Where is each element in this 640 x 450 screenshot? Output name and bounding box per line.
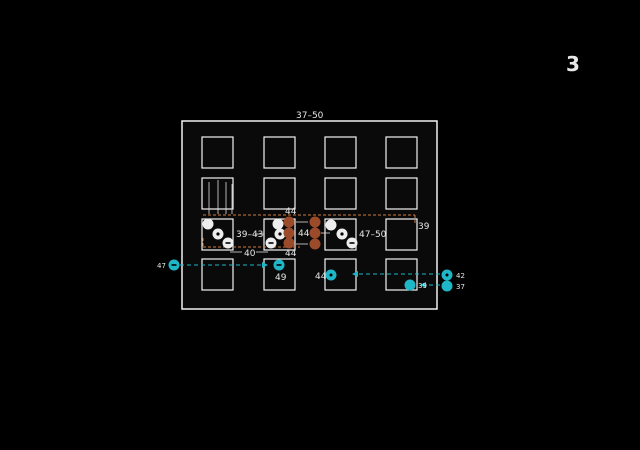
label-47: 47 [157, 262, 166, 270]
label-37: 37 [456, 283, 465, 291]
cell-r1c3 [324, 136, 357, 169]
label-44-lower: 44 [315, 272, 327, 282]
cell-r1c4 [385, 136, 418, 169]
center-arrows [296, 221, 330, 245]
brown-tokens [283, 216, 321, 250]
cell-r2c4 [385, 177, 418, 210]
cell-r4c1 [201, 258, 234, 291]
cell-r3c3 [324, 218, 357, 251]
label-49: 49 [275, 273, 287, 283]
arrowhead [420, 282, 426, 288]
arrowhead [262, 262, 268, 268]
cyan-token-37 [441, 280, 453, 292]
orange-connectors [202, 214, 416, 248]
panel-title: 37–50 [296, 111, 324, 121]
left-cluster [202, 218, 234, 249]
label-39-43: 39–43 [236, 230, 263, 240]
downward-arrows [208, 180, 233, 214]
cell-grid [201, 136, 418, 291]
cell-r1c1 [201, 136, 234, 169]
label-39-lower: 39 [418, 282, 427, 290]
cell-r1c2 [263, 136, 296, 169]
label-40: 40 [244, 249, 256, 259]
slide-number: 3 [566, 52, 580, 76]
label-44-bottom: 44 [285, 249, 297, 259]
label-44-top: 44 [285, 207, 297, 217]
label-42: 42 [456, 272, 465, 280]
label-39-right: 39 [418, 222, 430, 232]
right-cluster [325, 219, 358, 249]
white-token [202, 218, 214, 230]
label-47-50: 47–50 [359, 230, 387, 240]
cell-r2c1 [201, 177, 234, 210]
cell-r2c2 [263, 177, 296, 210]
cell-r3c4 [385, 218, 418, 251]
arrowhead [352, 271, 358, 277]
cell-r4c2 [263, 258, 296, 291]
cell-r2c3 [324, 177, 357, 210]
cell-r3c1 [201, 218, 234, 251]
middle-left-cluster [265, 218, 286, 249]
label-44-mid: 44 [298, 229, 310, 239]
cyan-token-39 [404, 279, 416, 291]
